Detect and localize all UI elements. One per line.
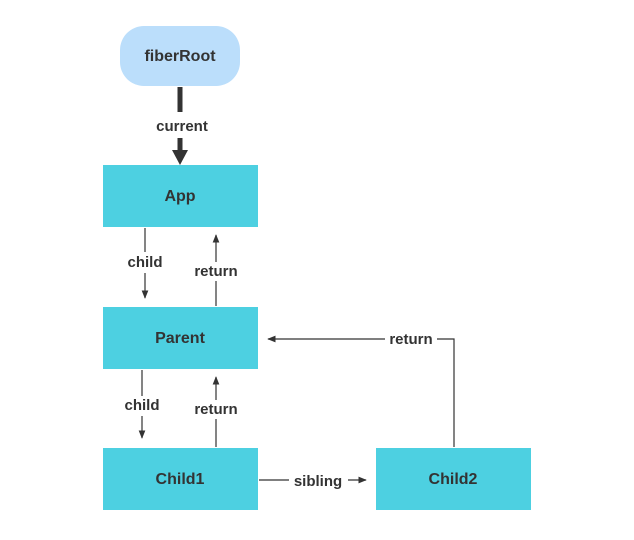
node-app-label: App	[164, 188, 195, 205]
edge-current-label: current	[156, 118, 208, 135]
edge-parent-child-label: child	[124, 397, 159, 414]
edge-current: current	[156, 87, 208, 165]
edge-sibling: sibling	[259, 473, 367, 490]
node-fiberroot-label: fiberRoot	[144, 48, 216, 65]
node-parent-label: Parent	[155, 330, 205, 347]
edge-child2-return-label: return	[389, 331, 432, 348]
node-child1-label: Child1	[156, 471, 205, 488]
edge-parent-return: return	[194, 376, 238, 447]
node-parent: Parent	[103, 307, 258, 369]
edge-child2-return: return	[267, 331, 455, 447]
edge-app-return: return	[194, 234, 238, 306]
edge-app-return-label: return	[194, 263, 237, 280]
edge-current-arrowhead	[172, 150, 188, 165]
edge-child2-return-line-right	[437, 338, 455, 447]
node-child2: Child2	[376, 448, 531, 510]
node-fiberroot: fiberRoot	[120, 26, 240, 86]
node-app: App	[103, 165, 258, 227]
edge-sibling-label: sibling	[294, 473, 342, 490]
node-child2-label: Child2	[429, 471, 478, 488]
node-child1: Child1	[103, 448, 258, 510]
edge-app-child: child	[127, 228, 163, 299]
edge-parent-return-label: return	[194, 401, 237, 418]
edge-app-child-label: child	[127, 254, 162, 271]
edge-parent-child: child	[124, 370, 160, 439]
